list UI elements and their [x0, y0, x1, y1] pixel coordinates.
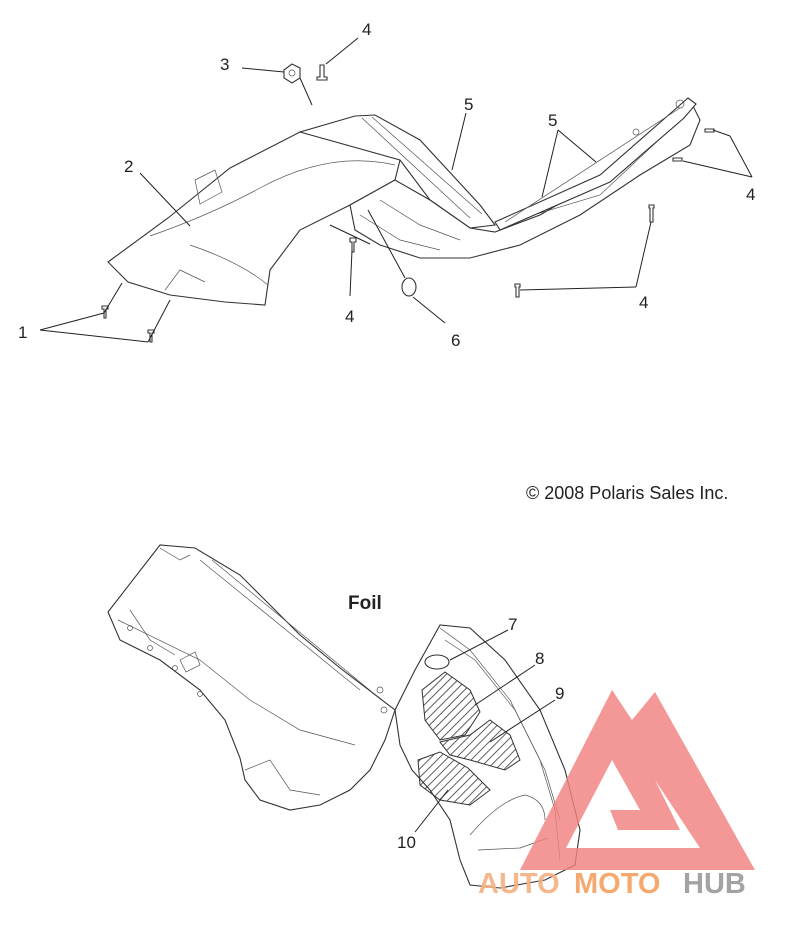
watermark-text-hub: HUB [683, 868, 746, 900]
callout-3: 3 [220, 55, 229, 74]
rivet-right-1 [704, 128, 715, 133]
callout-4-bottom: 4 [639, 293, 648, 312]
upper-rail [297, 114, 497, 229]
callout-5-right: 5 [548, 111, 557, 130]
lower-shell [349, 99, 701, 259]
lower-assembly [107, 544, 581, 889]
callout-4-top: 4 [362, 20, 371, 39]
foil-part-7 [424, 654, 450, 670]
rivet-right-3 [648, 204, 655, 223]
watermark-logo: AUTO MOTO HUB [478, 690, 755, 900]
front-rail [494, 97, 697, 231]
rivet-mid [349, 237, 357, 253]
watermark-text-auto: AUTO [478, 868, 560, 900]
callout-9: 9 [555, 684, 564, 703]
callout-8: 8 [535, 649, 544, 668]
watermark-triangle [520, 690, 755, 870]
callout-1: 1 [18, 323, 27, 342]
callout-4-right: 4 [746, 185, 755, 204]
callout-labels: 1 2 3 4 4 4 4 5 5 6 7 8 9 10 Foil © 2008… [18, 20, 755, 852]
callout-5-left: 5 [464, 95, 473, 114]
copyright-text: © 2008 Polaris Sales Inc. [526, 483, 728, 503]
callout-4-mid: 4 [345, 307, 354, 326]
rivet-top [316, 64, 328, 81]
rivet-bottom [514, 283, 521, 298]
callout-10: 10 [397, 833, 416, 852]
nut-part-3 [283, 63, 301, 84]
section-label-foil: Foil [348, 593, 382, 614]
foil-part-9 [439, 719, 521, 771]
leader-lines [39, 37, 753, 343]
rivet-right-2 [672, 157, 683, 162]
watermark-text-moto: MOTO [574, 868, 660, 900]
callout-2: 2 [124, 157, 133, 176]
callout-7: 7 [508, 615, 517, 634]
body-shell [107, 544, 396, 811]
upper-assembly [39, 37, 753, 343]
plug-part-6 [401, 277, 417, 297]
callout-6: 6 [451, 331, 460, 350]
foil-part-8 [421, 671, 481, 741]
foil-part-10 [417, 751, 491, 806]
